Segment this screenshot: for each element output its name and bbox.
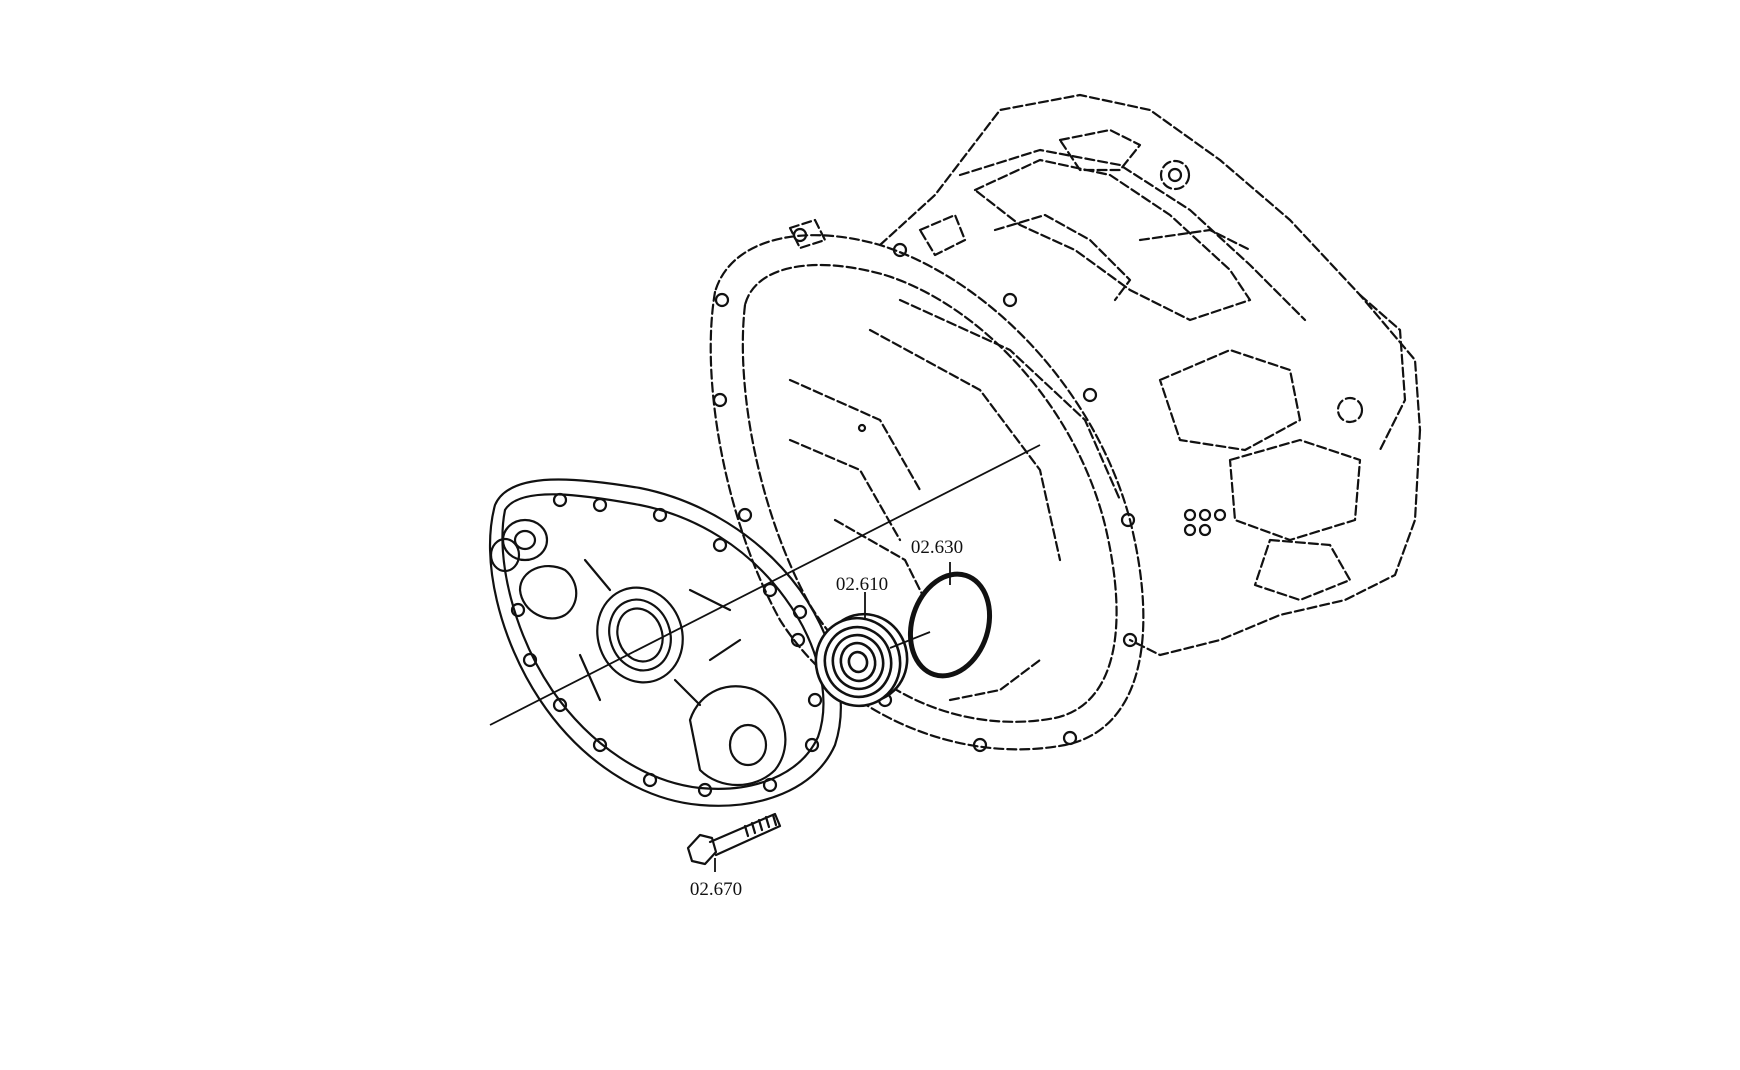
pulley-ring <box>814 612 909 708</box>
axis-segment <box>889 631 931 649</box>
callout-bolt: 02.670 <box>690 858 742 900</box>
part-number-label: 02.670 <box>690 879 742 900</box>
o-ring-seal <box>907 571 993 679</box>
pto-cover-plate <box>488 478 842 807</box>
callout-pulley: 02.610 <box>836 574 888 618</box>
part-number-label: 02.610 <box>836 574 888 595</box>
transmission-housing <box>709 93 1422 753</box>
assembly-axis <box>489 444 1041 726</box>
part-number-label: 02.630 <box>911 537 963 558</box>
hex-bolt <box>686 812 782 866</box>
callout-seal: 02.630 <box>911 537 963 585</box>
